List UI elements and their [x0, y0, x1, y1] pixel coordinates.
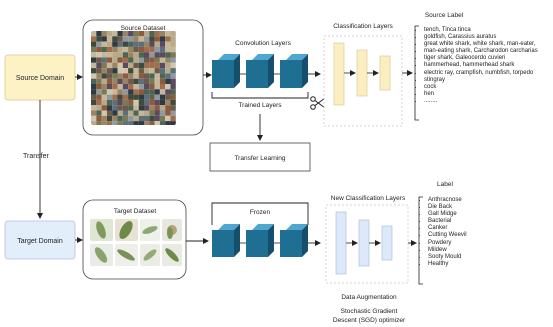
- leaf-image: [140, 244, 160, 266]
- optimizer-label-line2: Descent (SGD) optimizer: [333, 317, 406, 324]
- optimizer-label-line1: Stochastic Gradient: [341, 308, 398, 315]
- target-labels-bracket: [418, 196, 423, 285]
- frozen-bracket: [211, 202, 309, 225]
- source-label-title: Source Label: [425, 12, 464, 19]
- convolution-cube: [246, 54, 274, 88]
- new-classification-bar: [335, 211, 347, 275]
- label-item: hen: [424, 91, 538, 98]
- target-leaf-images: [90, 219, 182, 266]
- target-label-title: Label: [437, 181, 453, 188]
- label-item: tiger shark, Galeocerdo cuvieri: [424, 55, 538, 62]
- convolution-cube: [246, 224, 274, 257]
- label-item: Sooty Mould: [428, 254, 467, 261]
- target-label-list: AnthracnoseDie BackGall MidgeBacterialCa…: [416, 197, 467, 268]
- classification-layers-label: Classification Layers: [333, 23, 393, 30]
- target-dataset-title: Target Dataset: [114, 208, 156, 215]
- label-item: Healthy: [428, 261, 467, 268]
- label-item: goldfish, Carassius auratus: [424, 34, 538, 41]
- label-item: Canker: [428, 225, 467, 232]
- label-item: Mildew: [428, 247, 467, 254]
- leaf-image: [115, 244, 138, 266]
- data-augmentation-label: Data Augmentation: [341, 294, 397, 301]
- label-item: Cutting Weevil: [428, 232, 467, 239]
- label-item: great white shark, white shark, man-eate…: [424, 41, 538, 48]
- source-domain-label: Source Domain: [16, 75, 64, 82]
- leaf-image: [115, 219, 138, 241]
- leaf-image: [162, 219, 182, 241]
- convolution-layers-label: Convolution Layers: [235, 40, 291, 47]
- leaf-image: [140, 219, 160, 241]
- transfer-label: Transfer: [23, 153, 49, 160]
- scissors-icon: [310, 96, 326, 110]
- label-item: ........: [424, 98, 538, 105]
- label-item: hammerhead, hammerhead shark: [424, 62, 538, 69]
- convolution-cube: [280, 54, 308, 88]
- label-item: man-eating shark, Carcharodon carcharias: [424, 48, 538, 55]
- label-item: electric ray, crampfish, numbfish, torpe…: [424, 70, 538, 77]
- classification-bar: [333, 42, 345, 106]
- classification-bar: [356, 49, 368, 97]
- new-classification-bar: [358, 219, 370, 267]
- source-label-list: tench, Tinca tincagoldfish, Carassius au…: [412, 27, 538, 105]
- source-image-mosaic: [91, 31, 176, 125]
- label-item: cock: [424, 84, 538, 91]
- label-item: Gall Midge: [428, 211, 467, 218]
- label-item: Bacterial: [428, 218, 467, 225]
- trained-layers-bracket: [211, 92, 309, 99]
- convolution-cube: [212, 54, 240, 88]
- leaf-image: [162, 244, 182, 266]
- label-item: Die Back: [428, 204, 467, 211]
- leaf-image: [90, 219, 113, 241]
- trained-layers-label: Trained Layers: [238, 102, 282, 109]
- source-labels-bracket: [414, 25, 419, 121]
- new-classification-layers-label: New Classification Layers: [331, 195, 406, 202]
- new-classification-bar: [381, 225, 393, 261]
- target-domain-label: Target Domain: [17, 238, 63, 245]
- convolution-cube: [280, 224, 308, 257]
- label-item: Anthracnose: [428, 197, 467, 204]
- source-dataset-title: Source Dataset: [121, 25, 166, 32]
- classification-bar: [379, 55, 391, 91]
- convolution-cube: [212, 224, 240, 257]
- label-item: Powdery: [428, 240, 467, 247]
- transfer-learning-label: Transfer Learning: [234, 155, 285, 162]
- transfer-learning-box: [209, 142, 311, 172]
- frozen-label: Frozen: [250, 209, 271, 216]
- label-item: stingray: [424, 77, 538, 84]
- leaf-image: [90, 244, 113, 266]
- label-item: tench, Tinca tinca: [424, 27, 538, 34]
